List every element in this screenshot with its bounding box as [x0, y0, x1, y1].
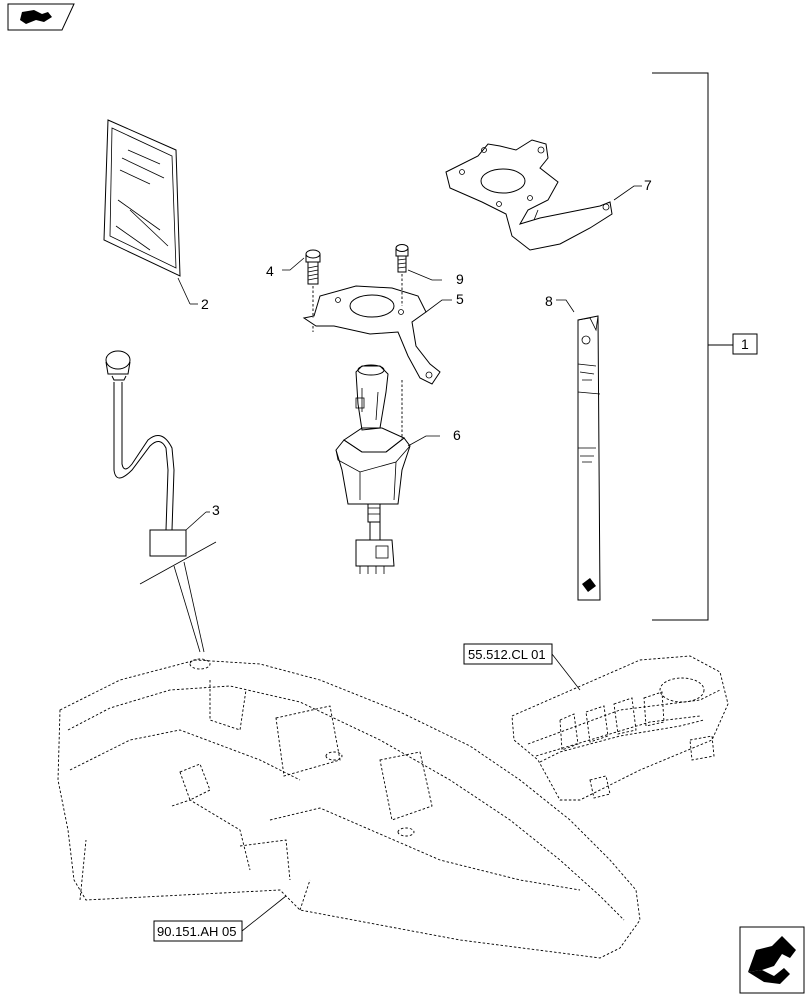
joystick-mounting-plate: 5	[302, 285, 464, 385]
callout-7: 7	[644, 177, 652, 193]
screw-4: 4	[266, 249, 321, 318]
reference-console-label[interactable]: 90.151.AH 05	[157, 924, 237, 939]
reference-console-link[interactable]: 90.151.AH 05	[153, 895, 287, 942]
armrest-console	[57, 658, 641, 959]
reference-panel-label[interactable]: 55.512.CL 01	[468, 647, 546, 662]
upper-mounting-plate: 7	[445, 139, 652, 251]
joystick: 6	[335, 364, 461, 574]
callout-3: 3	[212, 502, 220, 518]
switch-location-leader	[139, 541, 217, 653]
bolt-9: 9	[395, 244, 464, 306]
control-panel	[511, 655, 729, 801]
callout-1: 1	[741, 336, 749, 352]
switch-with-cable: 3	[105, 350, 220, 557]
reference-panel-link[interactable]: 55.512.CL 01	[463, 643, 581, 691]
assembly-bracket: 1	[652, 72, 758, 621]
callout-6: 6	[453, 427, 461, 443]
next-page-arrow-icon[interactable]	[739, 926, 805, 994]
callout-2: 2	[201, 296, 209, 312]
callout-8: 8	[545, 293, 553, 309]
book-arrow-icon[interactable]	[7, 3, 75, 31]
callout-4: 4	[266, 263, 274, 279]
callout-5: 5	[456, 291, 464, 307]
callout-9: 9	[456, 271, 464, 287]
instruction-booklet: 2	[103, 119, 209, 312]
decal-strip: 8	[545, 293, 601, 601]
